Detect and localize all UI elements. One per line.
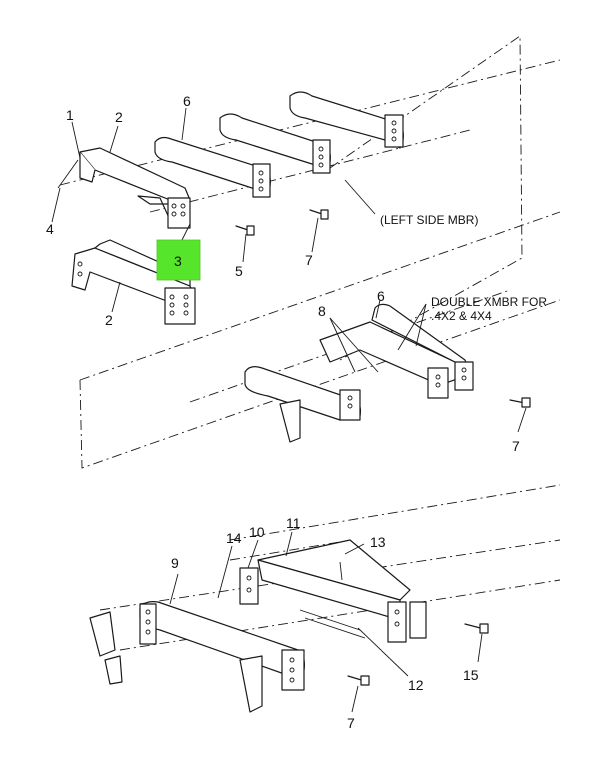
callout-14: 14: [226, 530, 242, 546]
callout-7-middle: 7: [512, 438, 520, 454]
left-side-mbr-note: (LEFT SIDE MBR): [380, 213, 478, 227]
callout-2-lower: 2: [105, 312, 113, 328]
callout-6-upper: 6: [183, 93, 191, 109]
crossmember-lower-middle: [244, 366, 362, 443]
callout-1: 1: [66, 107, 74, 123]
crossmember-6-middle: [319, 303, 474, 399]
middle-assembly: [79, 211, 561, 469]
callout-5: 5: [235, 263, 243, 279]
lower-assembly: [89, 484, 561, 713]
callout-6-middle: 6: [377, 288, 385, 304]
callout-2-upper: 2: [115, 109, 123, 125]
callout-9: 9: [171, 555, 179, 571]
callout-15: 15: [463, 667, 479, 683]
bracket-assembly-upper: [57, 147, 191, 229]
highlight-box: [156, 239, 201, 281]
double-xmbr-note-line1: DOUBLE XMBR FOR: [431, 295, 547, 309]
callout-13: 13: [370, 534, 386, 550]
callout-8: 8: [318, 303, 326, 319]
callout-3: 3: [174, 253, 182, 269]
crossmember-11: [239, 539, 427, 643]
bolt-5: [235, 225, 255, 236]
callout-7-lower: 7: [347, 715, 355, 731]
callout-11: 11: [286, 515, 301, 531]
bolt-7-middle: [509, 397, 531, 408]
bolt-7-upper: [309, 209, 329, 220]
crossmember-6-upper: [154, 91, 404, 198]
double-xmbr-note-line2: .4X2 & 4X4: [431, 309, 492, 323]
crossmember-9: [139, 601, 305, 713]
upper-assembly: [51, 35, 561, 361]
callout-12: 12: [408, 677, 424, 693]
callout-10: 10: [249, 524, 265, 540]
callout-7-upper: 7: [305, 252, 313, 268]
callout-4: 4: [46, 221, 54, 237]
bolt-15: [464, 623, 489, 634]
bolt-7-lower: [347, 675, 370, 686]
